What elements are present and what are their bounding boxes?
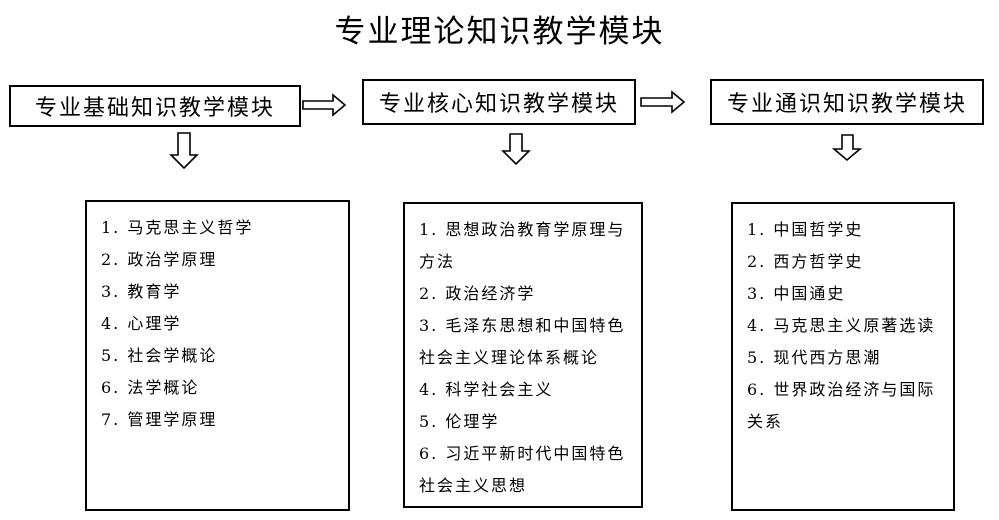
- module-list-core: 1. 思想政治教育学原理与方法 2. 政治经济学 3. 毛泽东思想和中国特色社会…: [403, 202, 643, 508]
- list-item: 4. 马克思主义原著选读: [747, 316, 936, 335]
- module-list-basic: 1. 马克思主义哲学 2. 政治学原理 3. 教育学 4. 心理学 5. 社会学…: [85, 200, 350, 511]
- down-arrow-1: [169, 132, 199, 170]
- list-item: 1. 中国哲学史: [747, 220, 864, 239]
- list-item: 5. 社会学概论: [101, 346, 218, 365]
- list-item: 2. 西方哲学史: [747, 252, 864, 271]
- list-item: 2. 政治经济学: [419, 284, 536, 303]
- module-heading-general: 专业通识知识教学模块: [710, 79, 984, 125]
- list-item: 6. 习近平新时代中国特色社会主义思想: [419, 444, 626, 495]
- list-item: 1. 思想政治教育学原理与方法: [419, 220, 626, 271]
- list-item: 4. 心理学: [101, 314, 182, 333]
- diagram-title: 专业理论知识教学模块: [334, 14, 665, 50]
- module-heading-core: 专业核心知识教学模块: [362, 79, 636, 125]
- down-arrow-2: [501, 133, 531, 166]
- list-item: 3. 毛泽东思想和中国特色社会主义理论体系概论: [419, 316, 626, 367]
- right-arrow-2: [640, 90, 686, 114]
- right-arrow-1: [302, 93, 347, 117]
- module-heading-basic: 专业基础知识教学模块: [9, 85, 301, 127]
- list-item: 5. 伦理学: [419, 412, 500, 431]
- list-item: 3. 中国通史: [747, 284, 846, 303]
- list-item: 3. 教育学: [101, 282, 182, 301]
- list-item: 5. 现代西方思潮: [747, 348, 882, 367]
- down-arrow-3: [831, 134, 863, 162]
- list-item: 7. 管理学原理: [101, 410, 218, 429]
- module-heading-basic-label: 专业基础知识教学模块: [34, 96, 275, 121]
- module-list-general: 1. 中国哲学史 2. 西方哲学史 3. 中国通史 4. 马克思主义原著选读 5…: [731, 202, 955, 511]
- list-item: 6. 世界政治经济与国际关系: [747, 380, 936, 431]
- list-item: 2. 政治学原理: [101, 250, 218, 269]
- list-item: 1. 马克思主义哲学: [101, 218, 254, 237]
- list-item: 6. 法学概论: [101, 378, 200, 397]
- module-heading-general-label: 专业通识知识教学模块: [726, 92, 967, 117]
- list-item: 4. 科学社会主义: [419, 380, 554, 399]
- module-heading-core-label: 专业核心知识教学模块: [378, 92, 619, 117]
